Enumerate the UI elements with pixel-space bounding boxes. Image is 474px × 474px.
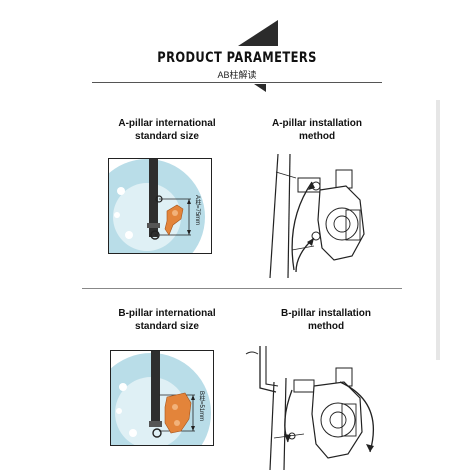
a-size-label-line2: standard size (135, 131, 199, 142)
a-install-label: A-pillar installation method (252, 117, 382, 143)
a-size-label-line1: A-pillar international (118, 118, 216, 129)
page-subtitle: AB柱解读 (217, 70, 257, 80)
header-triangle-icon (238, 20, 278, 46)
b-size-diagram: B柱=51mm (110, 350, 214, 446)
header-divider (92, 82, 382, 83)
a-size-label: A-pillar international standard size (92, 117, 242, 143)
b-size-label-line2: standard size (135, 321, 199, 332)
right-edge-bar (436, 100, 440, 360)
b-size-label-line1: B-pillar international (118, 308, 216, 319)
a-dimension-label: A柱=75mm (194, 195, 200, 226)
b-dimension-label: B柱=51mm (198, 391, 204, 422)
a-size-diagram: A柱=75mm (108, 158, 212, 254)
b-install-label: B-pillar installation method (256, 307, 396, 333)
b-install-label-line1: B-pillar installation (280, 308, 371, 319)
header-small-triangle-icon (254, 84, 266, 92)
a-install-label-line2: method (298, 131, 336, 142)
b-install-diagram (245, 346, 374, 470)
section-divider (82, 288, 402, 289)
a-install-label-line1: A-pillar installation (271, 118, 362, 129)
page-title: PRODUCT PARAMETERS (157, 50, 317, 66)
a-size-diagram-art (109, 159, 205, 253)
a-install-diagram (269, 153, 365, 278)
b-size-diagram-art (111, 351, 211, 445)
b-install-label-line2: method (307, 321, 345, 332)
b-size-label: B-pillar international standard size (92, 307, 242, 333)
